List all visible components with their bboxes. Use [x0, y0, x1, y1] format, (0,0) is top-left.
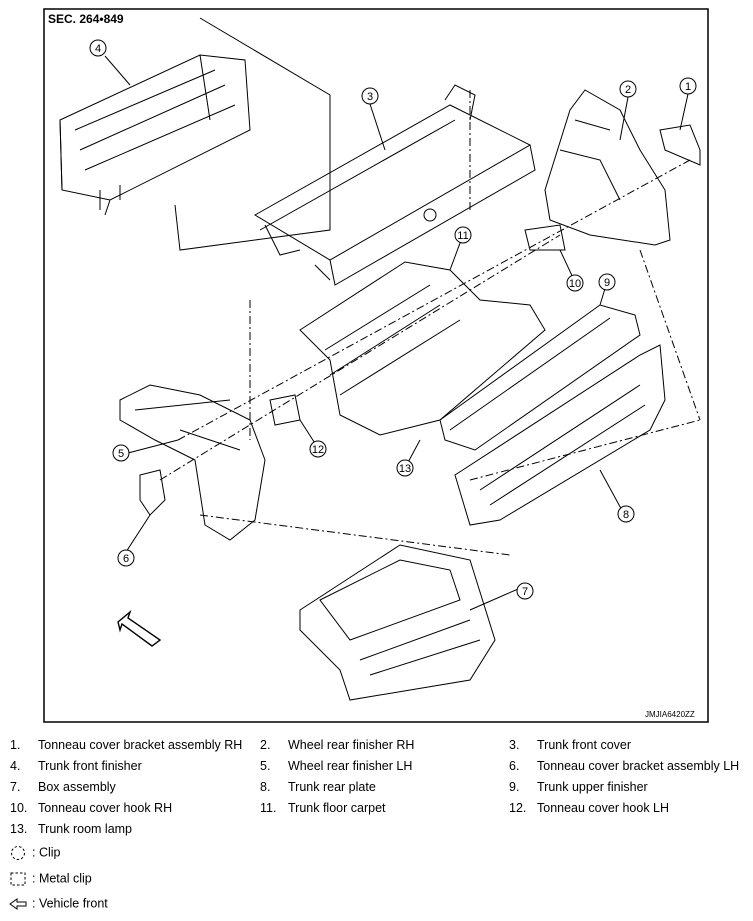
callout-5: 5	[112, 444, 130, 462]
svg-text:3: 3	[367, 91, 373, 103]
legend-label: Trunk room lamp	[38, 822, 133, 836]
wheel-rear-finisher-lh-drawing	[119, 384, 266, 541]
legend-label: Box assembly	[38, 780, 116, 794]
legend-label: Tonneau cover bracket assembly LH	[537, 759, 740, 773]
metal-clip-symbol-text: : Metal clip	[32, 871, 92, 886]
svg-text:9: 9	[604, 277, 610, 289]
svg-text:6: 6	[123, 553, 129, 565]
legend-num: 9.	[509, 780, 520, 794]
callout-11: 11	[454, 226, 472, 244]
legend-label: Trunk rear plate	[288, 780, 376, 794]
vehicle-front-arrow-icon	[9, 898, 27, 910]
legend-num: 8.	[260, 780, 271, 794]
svg-text:4: 4	[95, 43, 101, 55]
clip-symbol-text: : Clip	[32, 845, 61, 860]
svg-text:11: 11	[457, 230, 468, 242]
legend-num: 2.	[260, 738, 271, 752]
callout-8: 8	[617, 505, 635, 523]
callout-4: 4	[89, 39, 107, 57]
leader-lines	[104, 55, 689, 611]
trunk-front-finisher-drawing	[59, 17, 331, 251]
callout-6: 6	[117, 549, 135, 567]
callout-9: 9	[598, 273, 616, 291]
legend-symbol-clip: : Clip	[8, 845, 60, 861]
trunk-floor-carpet-drawing	[299, 261, 546, 436]
callout-12: 12	[309, 440, 327, 458]
legend-num: 5.	[260, 759, 271, 773]
diagram-frame	[43, 8, 709, 723]
box-assembly-drawing	[299, 544, 496, 701]
callout-7: 7	[516, 582, 534, 600]
callout-3: 3	[361, 87, 379, 105]
wheel-rear-finisher-rh-drawing	[544, 89, 671, 246]
legend-num: 3.	[509, 738, 520, 752]
legend-num: 11.	[260, 801, 277, 815]
svg-text:8: 8	[623, 509, 629, 521]
legend-symbol-metal-clip: : Metal clip	[8, 871, 92, 887]
bracket-rh-drawing	[659, 124, 701, 166]
callout-13: 13	[396, 459, 414, 477]
svg-text:7: 7	[522, 586, 528, 598]
legend-num: 4.	[10, 759, 21, 773]
metal-clip-icon	[10, 872, 26, 886]
vehicle-front-arrow-diagram	[117, 609, 162, 647]
legend-num: 7.	[10, 780, 21, 794]
vehicle-front-symbol-text: : Vehicle front	[32, 896, 108, 911]
legend-num: 12.	[509, 801, 527, 815]
legend-label: Tonneau cover hook RH	[38, 801, 173, 815]
assembly-lines	[159, 90, 701, 556]
legend-num: 10.	[10, 801, 28, 815]
svg-text:10: 10	[569, 278, 581, 290]
trunk-upper-finisher-drawing	[439, 304, 641, 451]
legend-label: Wheel rear finisher LH	[288, 759, 413, 773]
legend-num: 13.	[10, 822, 28, 836]
callout-1: 1	[679, 77, 697, 95]
legend-label: Tonneau cover bracket assembly RH	[38, 738, 243, 752]
legend-label: Trunk floor carpet	[288, 801, 386, 815]
svg-text:1: 1	[685, 81, 691, 93]
legend-label: Trunk upper finisher	[537, 780, 648, 794]
clip-icon	[11, 846, 25, 860]
legend-label: Trunk front cover	[537, 738, 632, 752]
svg-text:2: 2	[625, 84, 631, 96]
svg-text:13: 13	[399, 463, 411, 475]
legend-label: Tonneau cover hook LH	[537, 801, 670, 815]
svg-text:12: 12	[312, 444, 324, 456]
trunk-rear-plate-drawing	[454, 344, 666, 526]
legend-label: Wheel rear finisher RH	[288, 738, 415, 752]
legend-num: 6.	[509, 759, 520, 773]
legend-num: 1.	[10, 738, 21, 752]
trunk-front-cover-drawing	[254, 84, 536, 286]
exploded-parts-diagram: SEC. 264•849 JMJIA6420ZZ	[43, 8, 709, 723]
figure-code: JMJIA6420ZZ	[645, 710, 695, 719]
legend-symbol-vehicle-front: : Vehicle front	[8, 896, 108, 912]
legend-label: Trunk front finisher	[38, 759, 142, 773]
callout-10: 10	[566, 274, 584, 292]
hook-rh-drawing	[524, 224, 566, 251]
callouts: 1 2 3 4 5 6 7 8 9 10 11 12 13	[89, 39, 697, 600]
section-label: SEC. 264•849	[48, 12, 124, 26]
bracket-lh-drawing	[139, 469, 166, 516]
svg-text:5: 5	[118, 448, 124, 460]
callout-2: 2	[619, 80, 637, 98]
